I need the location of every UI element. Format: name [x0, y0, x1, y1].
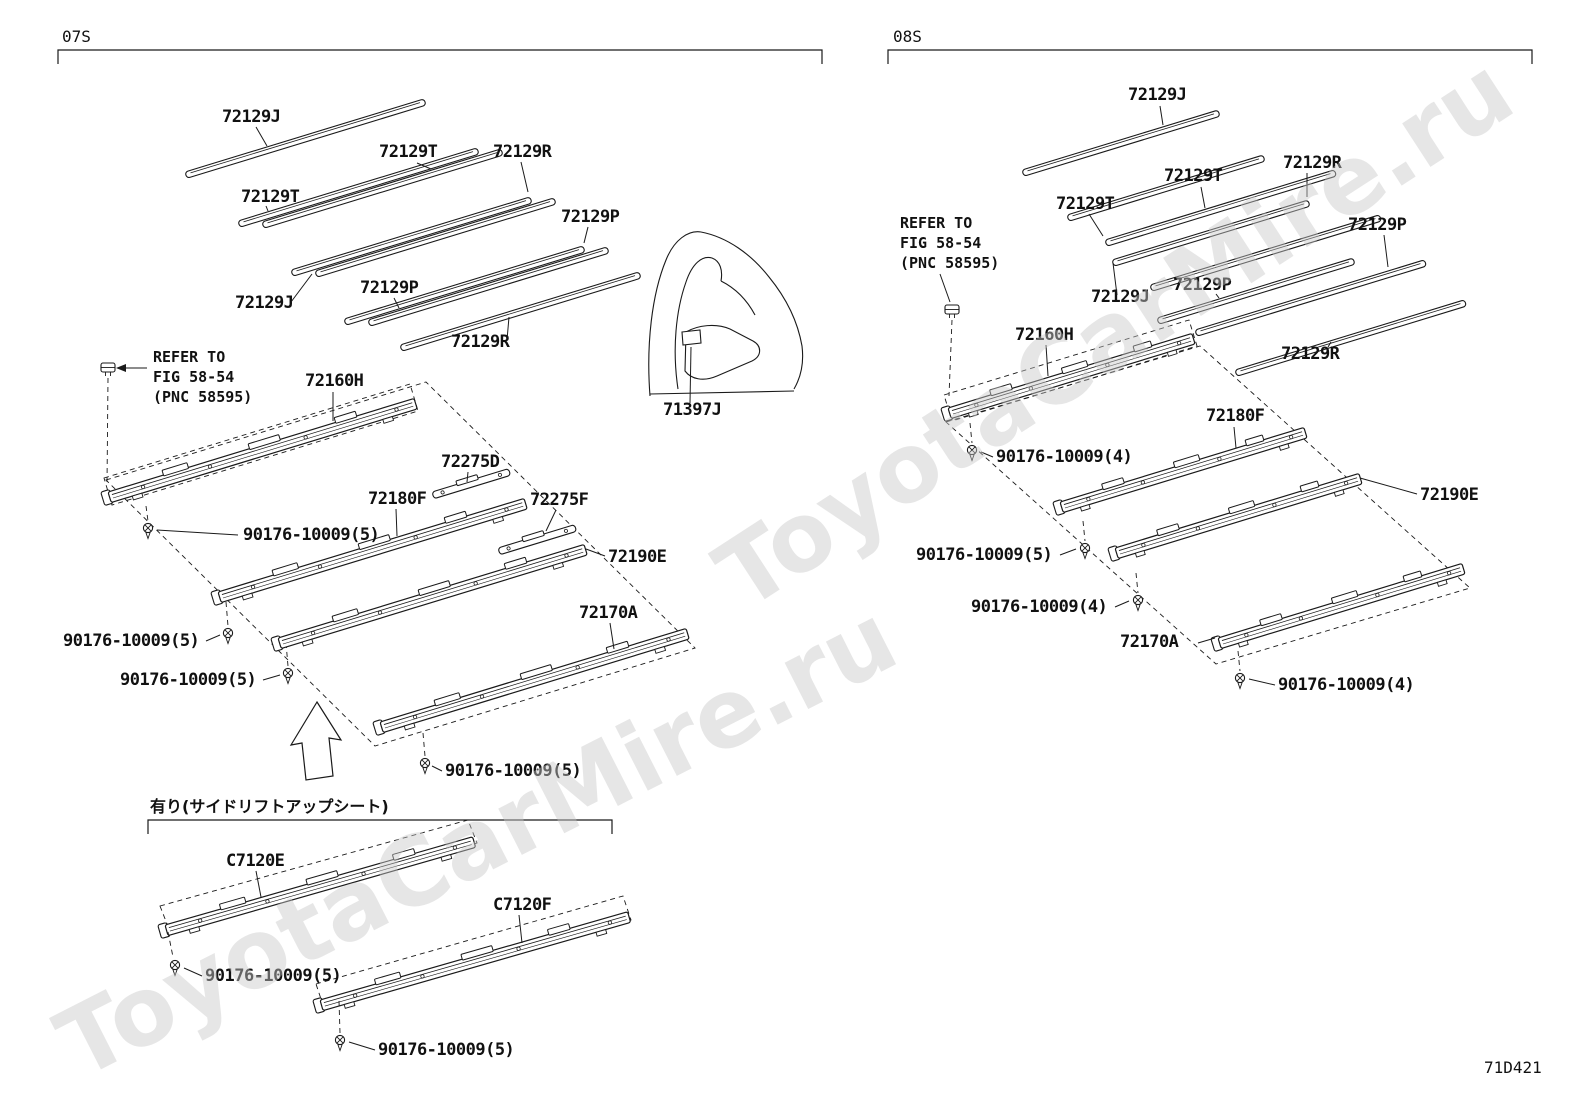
screw-icon: [1132, 594, 1144, 612]
up-arrow: [289, 700, 343, 781]
refer-note-line3: (PNC 58595): [900, 254, 999, 272]
part-label: 72190E: [608, 547, 667, 567]
screw-label: 90176-10009(5): [916, 545, 1052, 565]
part-label: C7120F: [493, 895, 552, 915]
part-label: 72129T: [1056, 194, 1115, 214]
screw-label: 90176-10009(4): [1278, 675, 1414, 695]
part-label: 72180F: [1206, 406, 1265, 426]
part-label: 72129R: [1283, 153, 1343, 173]
screw-label: 90176-10009(4): [996, 447, 1132, 467]
part-label: 72275D: [441, 452, 500, 472]
seat-sketch: 71397J: [648, 231, 804, 420]
assembly-dashed-lines: [159, 819, 478, 930]
track-labels-right: 72160H 72180F 72190E 72170A: [1015, 325, 1479, 652]
molding-labels-left: 72129J 72129T 72129R 72129T 72129P 72129…: [222, 107, 620, 352]
screw-icon: [1079, 542, 1091, 560]
part-label: 72129J: [235, 293, 293, 313]
seat-track-rail: [1209, 558, 1467, 655]
part-label: 72129P: [1173, 275, 1232, 295]
leader-lines: [255, 126, 589, 341]
screw-icon: [282, 667, 294, 685]
refer-note-line2: FIG 58-54: [153, 368, 234, 386]
screw-icon: [142, 522, 154, 540]
molding-labels-right: 72129J 72129T 72129R 72129T 72129P 72129…: [1056, 85, 1407, 364]
figure-code: 71D421: [1484, 1058, 1542, 1077]
section-header-07s: 07S: [62, 27, 91, 46]
watermark-text: ToyotaCarMire.ru: [698, 36, 1533, 631]
screw-label: 90176-10009(5): [120, 670, 256, 690]
section-bracket: [147, 819, 613, 834]
part-label: 72129R: [451, 332, 511, 352]
seat-track-rail: [269, 539, 590, 655]
part-label: 72129R: [1281, 344, 1341, 364]
watermark-text: ToyotaCarMire.ru: [41, 583, 914, 1099]
screw-icon: [222, 627, 234, 645]
lift-seat-group: 有り(サイドリフトアップシート) C7120E C7120F 90176-100…: [147, 797, 633, 1060]
part-label: 72160H: [1015, 325, 1074, 345]
screw-label: 90176-10009(5): [445, 761, 581, 781]
part-label: 72129T: [241, 187, 300, 207]
part-label: 72129J: [222, 107, 280, 127]
part-label: 72129P: [561, 207, 620, 227]
part-label: 72160H: [305, 371, 364, 391]
small-part: [681, 329, 702, 346]
part-label: 72129P: [1348, 215, 1407, 235]
leader-lines: [332, 392, 615, 650]
screw-label: 90176-10009(4): [971, 597, 1107, 617]
refer-note-line1: REFER TO: [153, 348, 225, 366]
section-07s: 07S 72129J 72129T 72129R 72129T 72129P 7…: [57, 27, 823, 1060]
lift-seat-caption: 有り(サイドリフトアップシート): [150, 797, 389, 816]
track-labels-left: 72160H 72275D 72180F 72275F 72190E 72170…: [305, 371, 667, 623]
assembly-dashed-lines: [315, 895, 632, 1009]
assembly-dashed-lines-right: [943, 319, 1471, 672]
screw-icon: [419, 757, 431, 775]
arrowhead: [116, 364, 126, 372]
section-header-08s: 08S: [893, 27, 922, 46]
screw-icon: [1234, 672, 1246, 690]
screw-icon: [334, 1034, 346, 1052]
seat-track-rail: [209, 493, 530, 609]
part-label: 72129R: [493, 142, 553, 162]
part-label: C7120E: [226, 851, 285, 871]
assembly-dashed-lines-left: [103, 381, 696, 757]
part-label: 72129T: [1164, 166, 1223, 186]
part-label: 72129T: [379, 142, 438, 162]
section-08s: 08S 72129J 72129T 72129R 72129T 72129P 7…: [887, 27, 1533, 695]
clip-icon: [944, 304, 960, 319]
screws-left: 90176-10009(5) 90176-10009(5) 90176-1000…: [63, 522, 582, 781]
part-label: 72129P: [360, 278, 419, 298]
part-label: 72275F: [530, 490, 589, 510]
section-bracket: [57, 49, 823, 64]
part-label: 72190E: [1420, 485, 1479, 505]
screws-right: 90176-10009(4) 90176-10009(5) 90176-1000…: [916, 444, 1415, 695]
clip-icon: [100, 362, 116, 377]
stopper-bracket: [496, 520, 578, 556]
part-label: 72180F: [368, 489, 427, 509]
refer-note-line1: REFER TO: [900, 214, 972, 232]
screw-label: 90176-10009(5): [243, 525, 379, 545]
part-label: 72170A: [579, 603, 638, 623]
refer-note-left: REFER TO FIG 58-54 (PNC 58595): [100, 348, 252, 485]
refer-note-line3: (PNC 58595): [153, 388, 252, 406]
part-label: 72129J: [1091, 287, 1149, 307]
screw-label: 90176-10009(5): [205, 966, 341, 986]
part-label: 72170A: [1120, 632, 1179, 652]
screw-label: 90176-10009(5): [378, 1040, 514, 1060]
screw-label: 90176-10009(5): [63, 631, 199, 651]
molding-rail: [399, 271, 642, 352]
refer-note-line2: FIG 58-54: [900, 234, 981, 252]
part-label: 72129J: [1128, 85, 1186, 105]
section-bracket: [887, 49, 1533, 64]
part-label: 71397J: [663, 400, 721, 420]
refer-note-right: REFER TO FIG 58-54 (PNC 58595): [900, 214, 999, 397]
leader-lines: [1088, 105, 1389, 348]
leader-lines: [1045, 344, 1418, 644]
